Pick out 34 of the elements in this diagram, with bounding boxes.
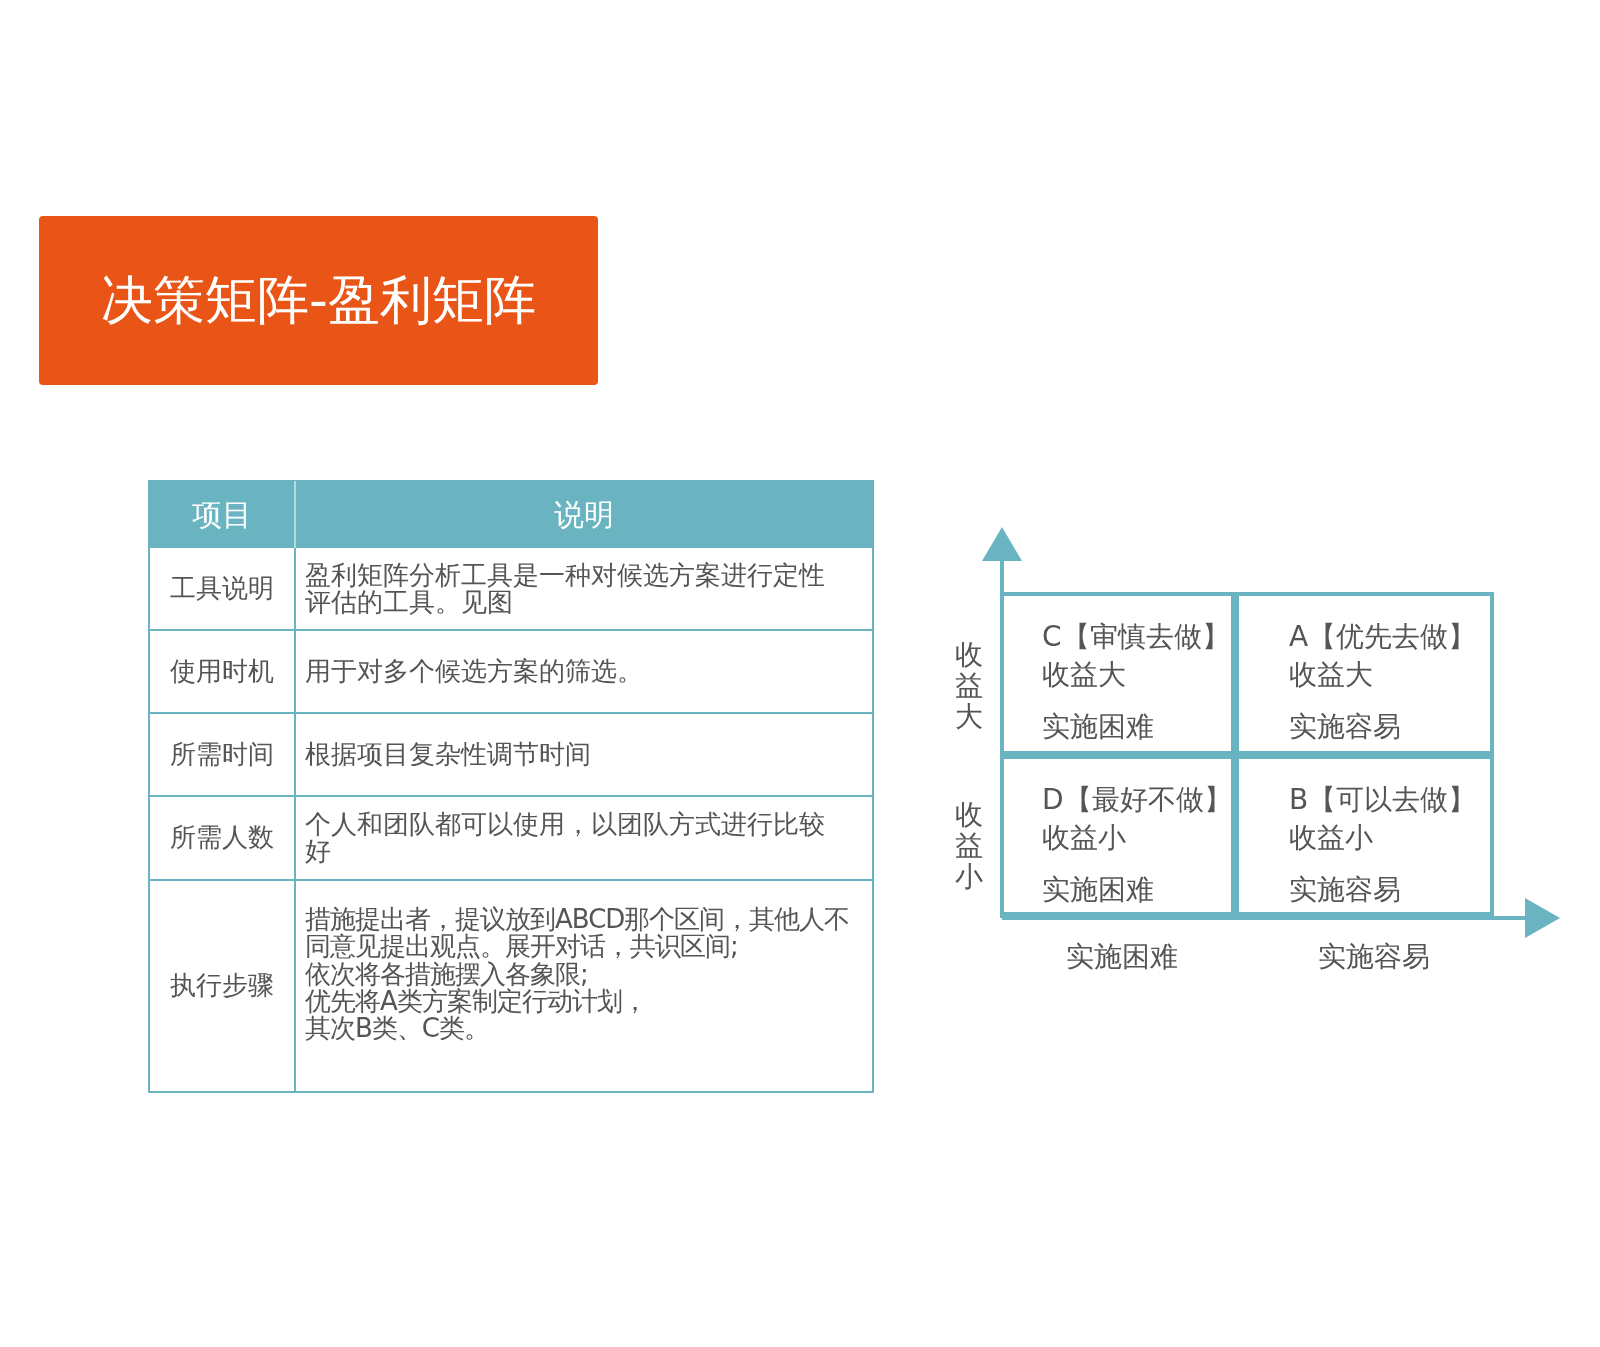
table-cell-text: 依次将各措施摆入各象限; xyxy=(305,960,588,988)
axis-label: 收益小 xyxy=(955,800,983,893)
column-header: 说明 xyxy=(554,498,614,531)
axis-label: 实施容易 xyxy=(1317,939,1431,975)
table-cell-text: 其次B类、C类。 xyxy=(305,1015,489,1043)
axis-label: 收益大 xyxy=(955,640,983,733)
quadrant-box xyxy=(1235,592,1494,755)
quadrant-text: 收益大 xyxy=(1042,657,1126,693)
axis-label: 实施困难 xyxy=(1065,939,1179,975)
row-header: 使用时机 xyxy=(170,657,274,686)
row-header: 所需时间 xyxy=(170,740,274,769)
row-header: 所需人数 xyxy=(170,824,274,852)
quadrant-text: 实施困难 xyxy=(1042,709,1154,745)
quadrant-title: A【优先去做】 xyxy=(1289,619,1477,655)
quadrant-text: 收益大 xyxy=(1289,657,1373,693)
row-header: 工具说明 xyxy=(170,575,274,603)
quadrant-box xyxy=(1235,755,1494,916)
quadrant-title: C【审慎去做】 xyxy=(1042,619,1230,655)
quadrant-title: D【最好不做】 xyxy=(1042,782,1232,818)
table-cell-text: 优先将A类方案制定行动计划， xyxy=(305,987,647,1016)
table-cell-text: 个人和团队都可以使用，以团队方式进行比较好 xyxy=(305,810,826,866)
column-header: 项目 xyxy=(192,498,252,531)
title: 决策矩阵-盈利矩阵 xyxy=(101,268,536,332)
table-cell-text: 根据项目复杂性调节时间 xyxy=(305,740,591,769)
quadrant-text: 收益小 xyxy=(1042,820,1126,856)
quadrant-title: B【可以去做】 xyxy=(1289,782,1477,818)
table-cell-text: 用于对多个候选方案的筛选。 xyxy=(305,657,643,686)
quadrant-text: 实施容易 xyxy=(1289,872,1401,908)
quadrant-text: 实施容易 xyxy=(1289,709,1401,745)
quadrant-text: 实施困难 xyxy=(1042,872,1154,908)
quadrant-text: 收益小 xyxy=(1289,820,1373,856)
table-cell-text: 盈利矩阵分析工具是一种对候选方案进行定性评估的工具。见图 xyxy=(305,561,826,617)
row-header: 执行步骤 xyxy=(170,972,274,1000)
table-cell-text: 措施提出者，提议放到ABCD那个区间，其他人不同意见提出观点。展开对话，共识区间; xyxy=(305,906,851,961)
